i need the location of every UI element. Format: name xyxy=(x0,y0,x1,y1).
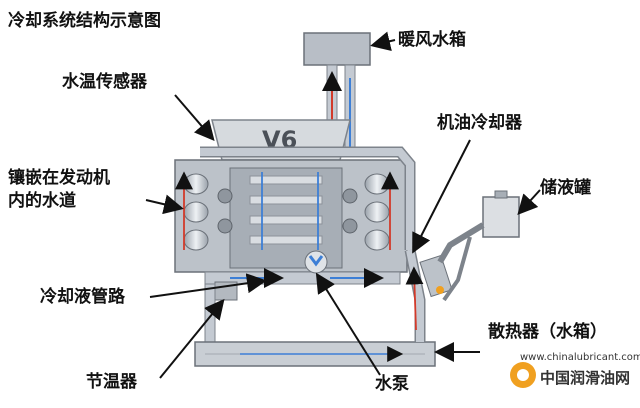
watermark-logo xyxy=(510,362,536,388)
label-temp-sensor: 水温传感器 xyxy=(62,72,147,92)
watermark-url: www.chinalubricant.com xyxy=(520,352,640,363)
label-oil-cooler: 机油冷却器 xyxy=(437,113,522,133)
label-water-jacket-line2: 内的水道 xyxy=(8,191,76,211)
reservoir-hose xyxy=(437,222,485,264)
engine-block: V6 xyxy=(174,119,408,273)
reservoir-overflow-hose xyxy=(442,236,472,302)
label-water-pump: 水泵 xyxy=(375,374,409,394)
water-pump xyxy=(304,250,328,274)
label-heater-core: 暖风水箱 xyxy=(398,30,466,50)
label-water-jacket-line1: 镶嵌在发动机 xyxy=(8,168,110,188)
label-reservoir: 储液罐 xyxy=(540,178,591,198)
label-radiator: 散热器（水箱） xyxy=(488,322,607,342)
label-thermostat: 节温器 xyxy=(86,372,137,392)
watermark-name: 中国润滑油网 xyxy=(540,369,631,387)
oil-cooler xyxy=(419,254,453,298)
label-coolant-pipes: 冷却液管路 xyxy=(40,287,125,307)
page-title: 冷却系统结构示意图 xyxy=(8,11,161,31)
heater-core xyxy=(303,32,371,66)
coolant-reservoir xyxy=(482,190,520,238)
